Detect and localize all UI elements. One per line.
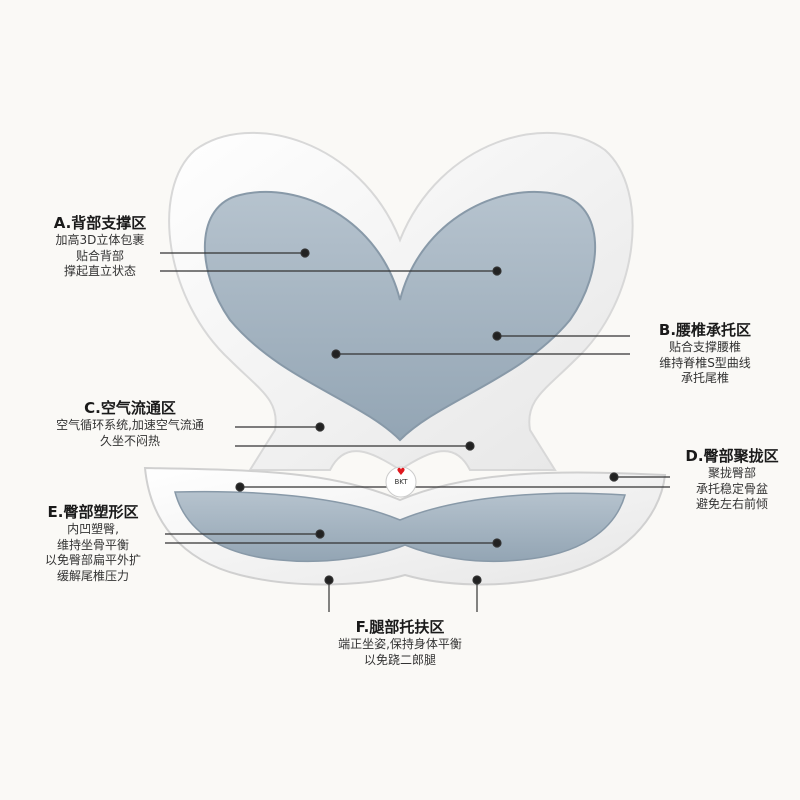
callout-line: 空气循环系统,加速空气流通 xyxy=(56,418,204,432)
callout-line: 久坐不闷热 xyxy=(99,433,160,448)
callout-line: 以免臀部扁平外扩 xyxy=(44,553,141,567)
logo-text: BKT xyxy=(394,478,408,486)
callout-line: 聚拢臀部 xyxy=(707,466,756,480)
callout-hip-gather: D.臀部聚拢区 聚拢臀部 承托稳定骨盆 避免左右前倾 xyxy=(672,446,792,513)
callout-title: E.臀部塑形区 xyxy=(47,503,139,521)
callout-lumbar-support: B.腰椎承托区 贴合支撑腰椎 维持脊椎S型曲线 承托尾椎 xyxy=(640,320,770,387)
callout-line: 承托尾椎 xyxy=(680,371,729,385)
seat-cushion-pad xyxy=(174,490,626,563)
callout-title: B.腰椎承托区 xyxy=(658,321,752,339)
callout-title: D.臀部聚拢区 xyxy=(685,447,779,465)
callout-line: 贴合支撑腰椎 xyxy=(668,340,741,354)
callout-line: 贴合背部 xyxy=(75,248,124,263)
callout-line: 内凹塑臀, xyxy=(67,522,119,536)
callout-title: C.空气流通区 xyxy=(84,399,176,417)
back-cushion-heart xyxy=(204,190,596,442)
callout-line: 缓解尾椎压力 xyxy=(56,568,129,583)
callout-title: A.背部支撑区 xyxy=(53,214,147,232)
callout-back-support: A.背部支撑区 加高3D立体包裹 贴合背部 撑起直立状态 xyxy=(35,213,165,280)
callout-line: 加高3D立体包裹 xyxy=(55,233,145,247)
callout-line: 维持脊椎S型曲线 xyxy=(659,355,751,370)
back-shell xyxy=(168,131,634,472)
callout-line: 撑起直立状态 xyxy=(63,264,136,278)
callout-leaders xyxy=(160,248,670,612)
callout-hip-shaping: E.臀部塑形区 内凹塑臀, 维持坐骨平衡 以免臀部扁平外扩 缓解尾椎压力 xyxy=(28,502,158,584)
callout-line: 以免跷二郎腿 xyxy=(363,652,436,667)
callout-line: 承托稳定骨盆 xyxy=(695,481,768,496)
heart-icon: ♥ xyxy=(396,467,406,478)
callout-air-flow: C.空气流通区 空气循环系统,加速空气流通 久坐不闷热 xyxy=(30,398,230,449)
callout-line: 避免左右前倾 xyxy=(695,497,768,511)
brand-logo: ♥ BKT xyxy=(388,467,414,487)
callout-line: 维持坐骨平衡 xyxy=(56,537,129,552)
callout-leg-support: F.腿部托扶区 端正坐姿,保持身体平衡 以免跷二郎腿 xyxy=(300,617,500,668)
callout-title: F.腿部托扶区 xyxy=(355,618,445,636)
logo-badge xyxy=(385,466,417,498)
callout-line: 端正坐姿,保持身体平衡 xyxy=(338,637,462,651)
seat-base xyxy=(143,466,667,586)
